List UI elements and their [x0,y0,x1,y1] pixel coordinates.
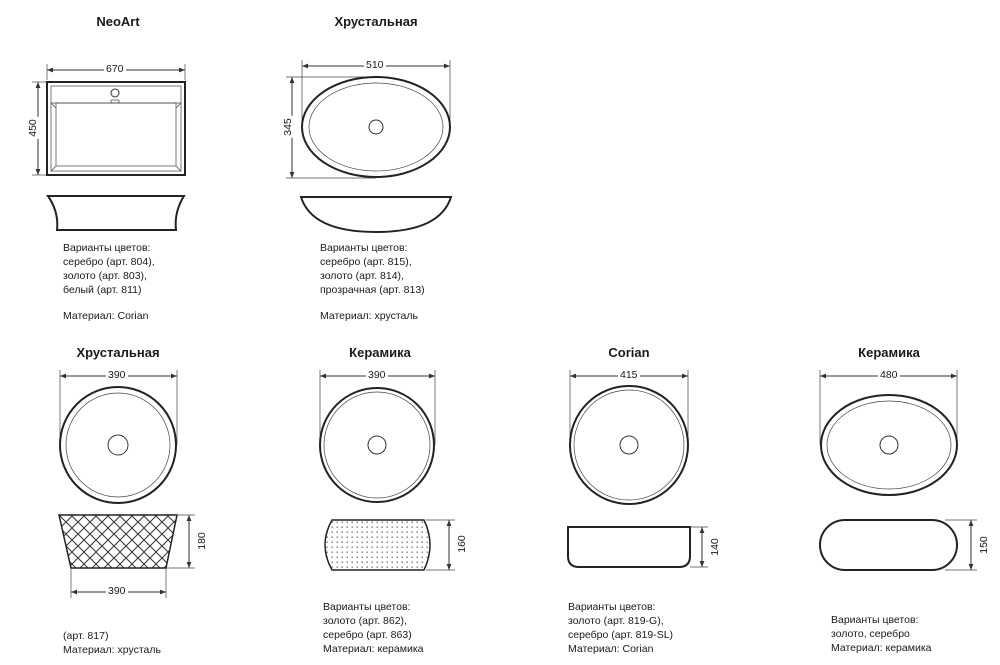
desc-line: Материал: Corian [568,643,654,655]
item-title-ceramic-round: Керамика [349,345,411,360]
desc-line: Варианты цветов: [320,242,408,254]
ceramic-oval-drawing [819,370,977,571]
desc-line: золото (арт. 814), [320,270,404,282]
dimension-height: 450 [26,117,39,139]
neoart-drawing [32,64,186,231]
item-title-corian: Corian [608,345,650,360]
desc-line: прозрачная (арт. 813) [320,284,425,296]
desc-line: серебро (арт. 804), [63,256,155,268]
desc-line: золото (арт. 862), [323,615,407,627]
dimension-width: 670 [104,63,126,75]
dimension-height: 345 [281,116,294,138]
desc-line: Варианты цветов: [323,601,411,613]
dimension-width: 390 [106,369,128,381]
desc-line: Материал: хрусталь [320,310,418,322]
item-description: Варианты цветов: золото (арт. 819-G), се… [568,600,673,656]
ceramic-round-drawing [319,370,455,571]
desc-line: золото, серебро [831,628,910,640]
dimension-width: 390 [366,369,388,381]
desc-line: Варианты цветов: [568,601,656,613]
item-description: Варианты цветов: серебро (арт. 815), зол… [320,241,425,323]
item-description: Варианты цветов: золото, серебро Материа… [831,613,932,655]
desc-line: золото (арт. 803), [63,270,147,282]
dimension-height: 180 [195,530,208,552]
desc-line: (арт. 817) [63,630,109,642]
desc-line: Материал: керамика [323,643,424,655]
dimension-width: 415 [618,369,640,381]
dimension-width: 510 [364,59,386,71]
item-description: Варианты цветов: золото (арт. 862), сере… [323,600,424,656]
desc-line: Материал: хрусталь [63,644,161,656]
desc-gap [63,297,155,309]
desc-line: Материал: Corian [63,310,149,322]
item-description: (арт. 817) Материал: хрусталь [63,629,161,657]
desc-line: белый (арт. 811) [63,284,142,296]
dimension-width: 480 [878,369,900,381]
desc-line: Варианты цветов: [63,242,151,254]
desc-line: золото (арт. 819-G), [568,615,664,627]
item-title-ceramic-oval: Керамика [858,345,920,360]
dimension-height: 160 [455,533,468,555]
desc-line: серебро (арт. 863) [323,629,412,641]
item-title-crystal-oval: Хрустальная [334,14,418,29]
desc-line: серебро (арт. 815), [320,256,412,268]
corian-drawing [567,370,708,568]
desc-line: Материал: керамика [831,642,932,654]
dimension-bottom-width: 390 [106,585,128,597]
item-title-neoart: NeoArt [96,14,140,29]
dimension-height: 140 [708,536,721,558]
desc-line: Варианты цветов: [831,614,919,626]
crystal-oval-drawing [286,60,453,234]
desc-gap [320,297,425,309]
dimension-height: 150 [977,534,990,556]
desc-line: серебро (арт. 819-SL) [568,629,674,641]
item-title-crystal-round: Хрустальная [76,345,160,360]
item-description: Варианты цветов: серебро (арт. 804), зол… [63,241,155,323]
crystal-round-drawing [58,370,195,598]
